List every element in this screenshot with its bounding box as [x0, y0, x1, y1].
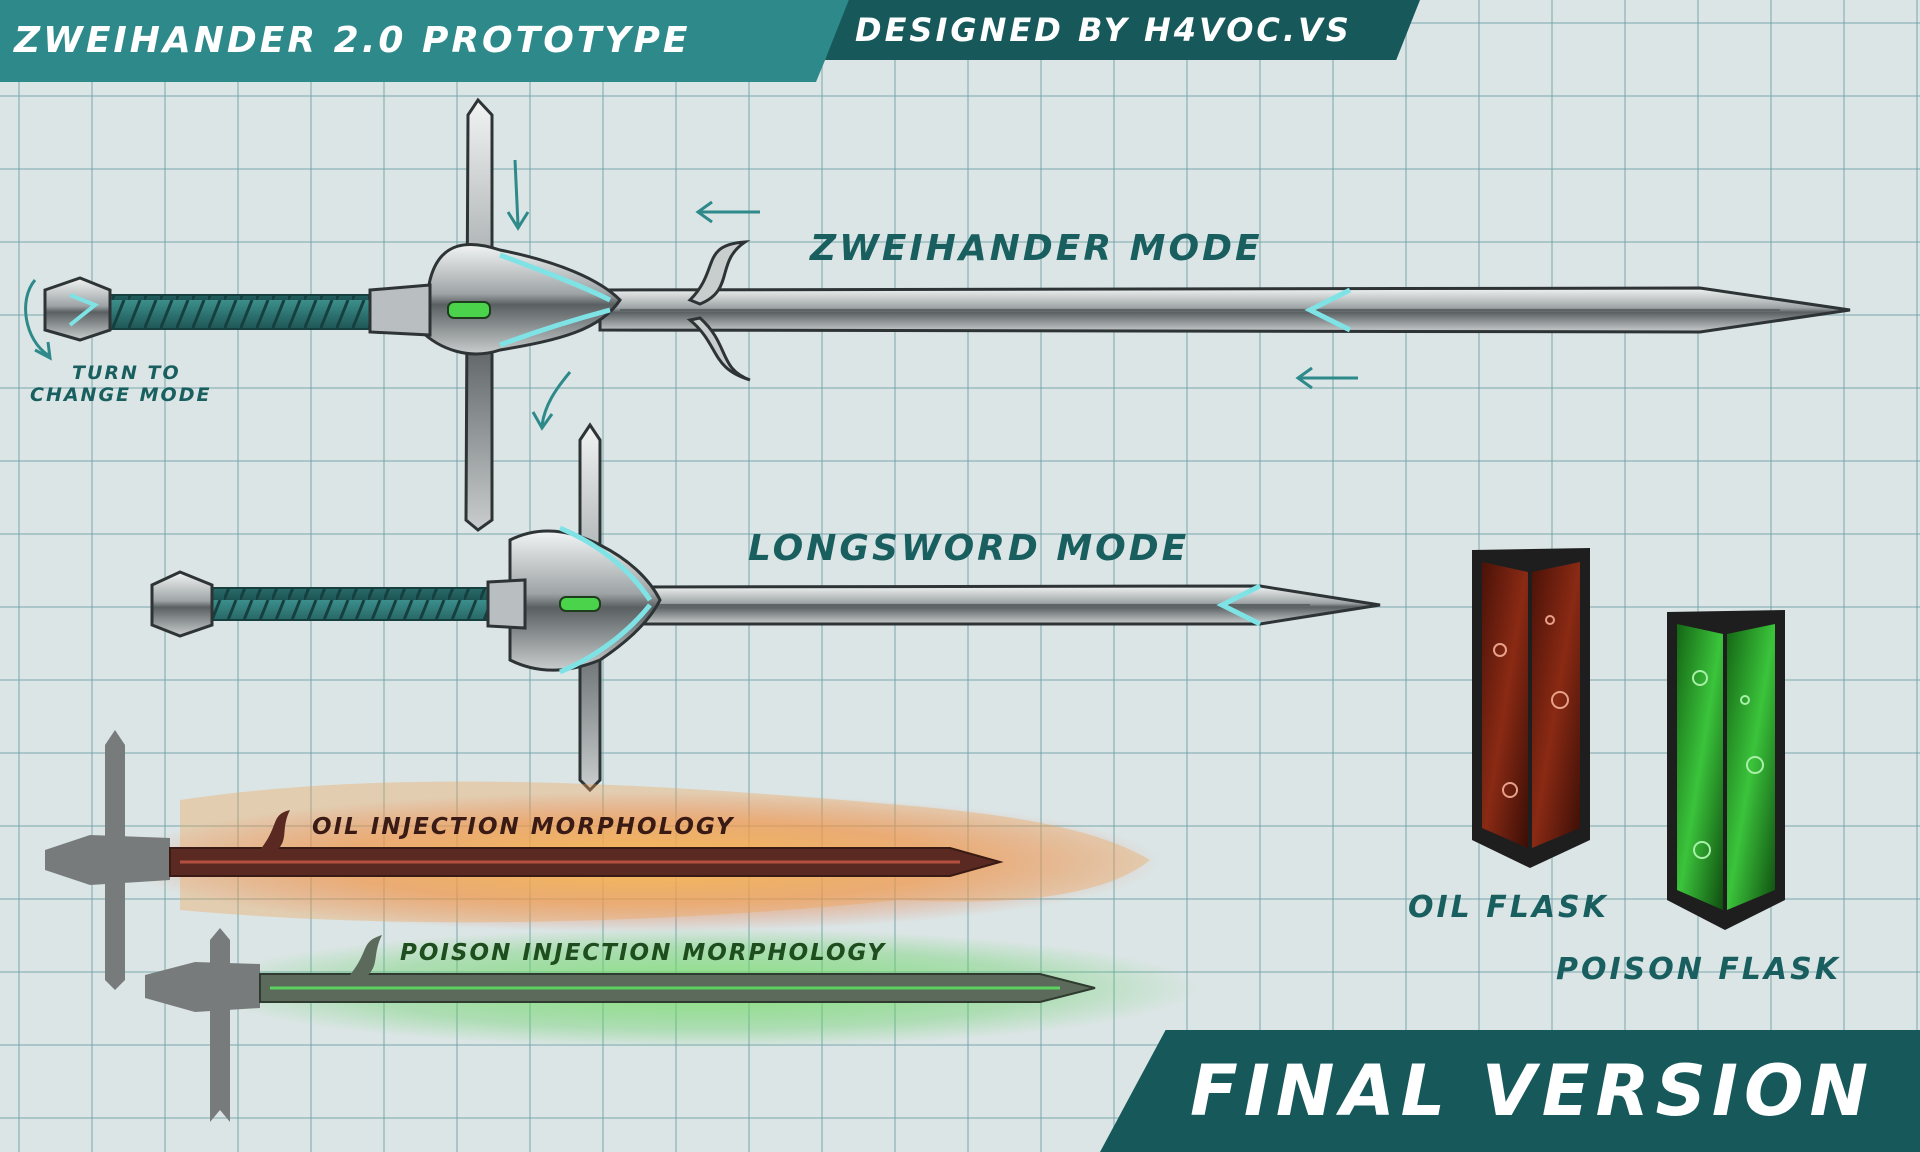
poison-flask-label: POISON FLASK — [1556, 952, 1841, 987]
oil-flask-label: OIL FLASK — [1408, 890, 1609, 925]
change-mode-label: CHANGE MODE — [30, 384, 212, 406]
zweihander-sword-drawing — [43, 97, 1851, 532]
credit-banner: DESIGNED BY H4VOC.VS — [825, 0, 1420, 60]
poison-flask-drawing — [1667, 610, 1785, 930]
oil-injection-morphology-label: OIL INJECTION MORPHOLOGY — [312, 814, 735, 840]
oil-morphology-drawing — [45, 730, 1160, 990]
direction-arrows — [24, 159, 1358, 431]
poison-injection-morphology-label: POISON INJECTION MORPHOLOGY — [400, 940, 887, 966]
poison-morphology-drawing — [145, 928, 1200, 1122]
oil-flask-drawing — [1472, 548, 1590, 868]
zweihander-mode-label: ZWEIHANDER MODE — [810, 228, 1263, 269]
longsword-drawing — [150, 422, 1381, 793]
turn-to-label: TURN TO — [72, 362, 181, 384]
final-version-banner: FINAL VERSION — [1100, 1030, 1920, 1152]
title-banner: ZWEIHANDER 2.0 PROTOTYPE — [0, 0, 850, 82]
longsword-mode-label: LONGSWORD MODE — [748, 528, 1190, 569]
